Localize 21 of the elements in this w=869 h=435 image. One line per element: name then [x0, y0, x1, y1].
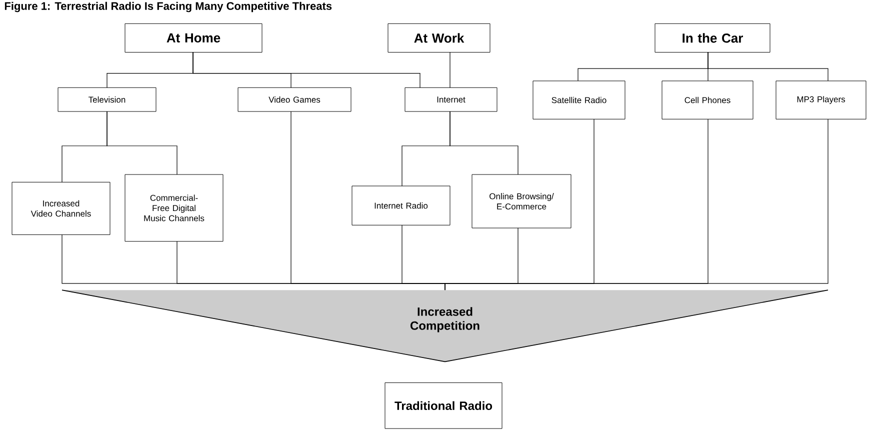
threat-box: Online Browsing/ E-Commerce — [472, 174, 572, 228]
category-box: At Home — [124, 23, 262, 53]
threat-box: Commercial-Free Digital Music Channels — [124, 174, 224, 242]
category-box: In the Car — [654, 23, 770, 53]
category-box: At Work — [388, 23, 490, 53]
threat-box: Increased Video Channels — [12, 182, 110, 235]
threat-box: Internet — [404, 87, 498, 112]
threat-box: Television — [58, 87, 156, 112]
connector-line — [708, 52, 828, 82]
threat-box: Satellite Radio — [532, 80, 626, 120]
funnel-triangle: Increased Competition — [62, 290, 828, 362]
connector-line — [444, 118, 828, 290]
connector-line — [450, 111, 518, 175]
connector-line — [106, 111, 178, 175]
connector-line — [192, 52, 420, 88]
figure-title: Figure 1: Terrestrial Radio Is Facing Many Competitive Threats — [4, 2, 332, 12]
threat-box: Internet Radio — [352, 186, 450, 226]
result-box: Traditional Radio — [384, 382, 502, 429]
threat-box: Cell Phones — [662, 80, 754, 120]
threat-box: Video Games — [238, 87, 352, 112]
threat-box: MP3 Players — [776, 80, 866, 120]
